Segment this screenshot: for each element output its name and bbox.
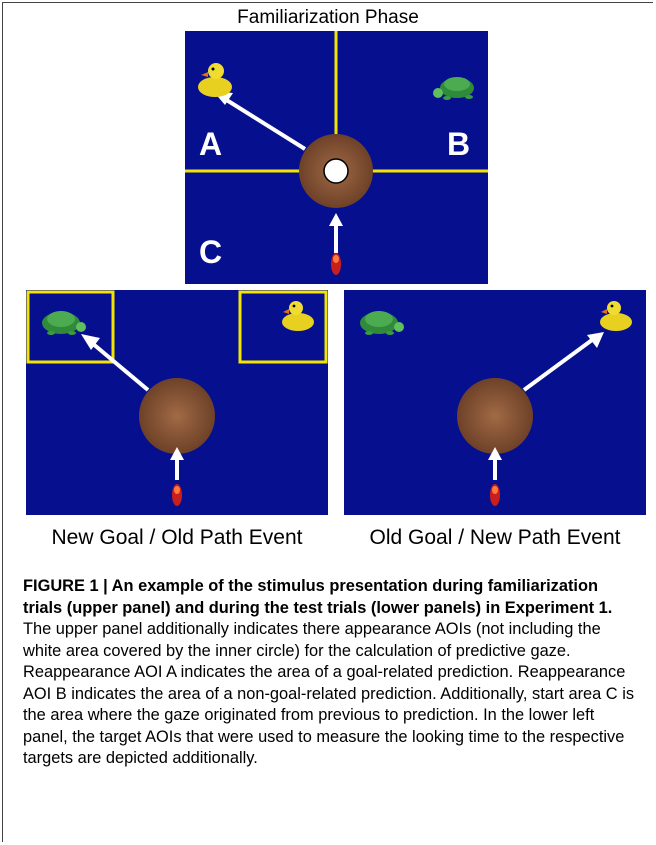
new-path-drawing (360, 301, 632, 506)
arrow-up-from-start (170, 447, 184, 480)
arrow-up-from-start (488, 447, 502, 480)
aoi-label-a: A (199, 126, 222, 162)
familiarization-drawing: A B C (185, 31, 488, 275)
figure-caption: FIGURE 1 | An example of the stimulus pr… (23, 576, 635, 770)
figure-body: The upper panel additionally indicates t… (23, 620, 635, 767)
duck-icon (198, 63, 232, 97)
caption-old-goal: Old Goal / New Path Event (369, 526, 621, 549)
table-circle (457, 378, 533, 454)
caption-new-goal: New Goal / Old Path Event (51, 526, 303, 549)
aoi-label-c: C (199, 234, 222, 270)
arrow-to-duck (522, 332, 604, 392)
new-path-scene (344, 290, 646, 515)
new-goal-scene (26, 290, 328, 515)
target-aoi-left (26, 290, 115, 364)
duck-icon (600, 301, 632, 331)
turtle-icon (42, 311, 86, 335)
arrow-to-duck (213, 91, 307, 151)
agent-icon (172, 484, 182, 506)
top-panel-title: Familiarization Phase (237, 7, 419, 28)
target-aoi-right (238, 290, 328, 364)
familiarization-scene: A B C (185, 31, 488, 284)
agent-icon (331, 253, 341, 275)
turtle-icon (360, 311, 404, 335)
arrow-up-from-start (329, 213, 343, 253)
table-circle (139, 378, 215, 454)
agent-icon (490, 484, 500, 506)
figure-label: FIGURE 1 | An example of the stimulus pr… (23, 577, 613, 617)
arrow-to-turtle (81, 334, 150, 392)
inner-white-circle (323, 158, 349, 184)
duck-icon (282, 301, 314, 331)
turtle-icon (433, 77, 474, 100)
aoi-label-b: B (447, 126, 470, 162)
new-goal-drawing (26, 290, 328, 506)
